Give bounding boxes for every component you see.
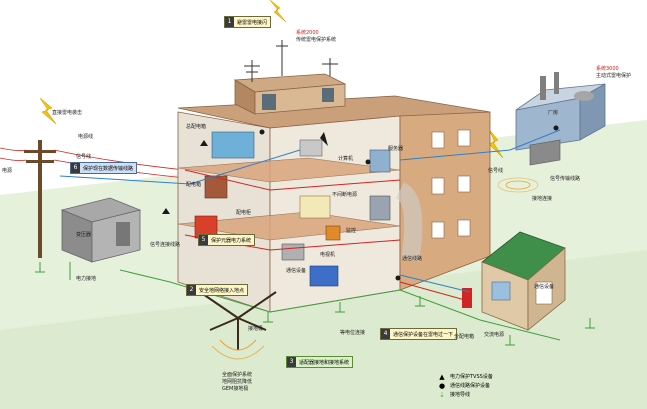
server-label: 服务器 [388,146,404,152]
workshop-label: 厂房 [548,110,559,116]
ground-connect-label: 接地连接 [532,196,553,202]
ups-label: 不间断电源 [332,192,358,198]
signal-wire-house [399,274,471,293]
tv-camera-label: 监控 [346,228,357,234]
ground-electrode [199,291,277,360]
antenna-label: 信号线 [488,168,504,174]
lightning-bolt-factory [487,127,504,159]
tag-adapter-grounding: 3 适配器接地和接地系统 [286,356,354,368]
legend-text: 通信线路保护设备 [450,383,491,389]
signal-cable-label: 信号传输线路 [550,176,581,182]
power-wire-house [399,281,466,301]
legend-dot-icon: ● [438,382,446,390]
dist-cabinet-label: 配电柜 [236,210,252,216]
signal-wire [59,149,301,185]
factory-building [515,72,606,166]
tag-number: 3 [287,357,296,367]
transformer-label: 变压器 [76,232,92,238]
house [462,231,566,331]
ground-wire [119,269,401,313]
tag-number: 2 [187,285,196,295]
legend-item: ⇣ 接地导线 [437,391,493,400]
signal-wire-2 [399,129,561,161]
left-signal-line-label: 信号连接线路 [150,242,181,248]
left-edge-label: 电源 [2,168,13,174]
telecom-line-label: 通信线路 [402,256,423,262]
dist-panel-label: 分配电箱 [454,334,475,340]
tag-text: 保护现在数据传输线路 [83,165,134,172]
house-label: 通信设备 [534,284,555,290]
lightning-strike-label: 直接雷电袭击 [52,110,83,116]
switch-panel-label: 配电箱 [186,182,202,188]
protection-devices [162,125,559,281]
system2000-title: 系统2000 [296,30,319,36]
room-equipment [194,131,391,287]
tag-number: 1 [225,17,234,27]
tv-label: 电视机 [320,252,336,258]
power-line-label: 电源线 [78,134,94,140]
power-ground-label: 电力接地 [76,276,97,282]
main-building [177,73,491,313]
legend-item: ▲ 电力保护TVSS设备 [437,373,493,382]
system3000-title: 系统3000 [596,66,619,72]
legend-item: ● 通信线路保护设备 [437,382,493,391]
system2000-subtitle: 传统雷电保护系统 [296,37,337,43]
lightning-bolt-top [269,0,287,23]
tag-data-line-protection: 6 保护现在数据传输线路 [70,162,138,174]
wave-rings [497,177,539,193]
signal-line-label: 信号线 [76,154,92,160]
tag-text: 适配器接地和接地系统 [299,359,350,366]
main-panel-label: 总配电箱 [186,124,207,130]
tag-communication-protection: 4 通信保护设备在雷电过一下 [380,328,458,340]
tag-safe-ground-network: 2 安全地网络接入地点 [186,284,249,296]
lightning-bolt-left [39,97,57,125]
ground-rod-label: 接地极 [248,326,264,332]
computer-label: 计算机 [338,156,354,162]
tag-text: 保护元器电力系统 [211,237,252,244]
legend-triangle-icon: ▲ [439,373,445,381]
legend-text: 电力保护TVSS设备 [450,374,493,380]
utility-pole [0,140,186,258]
tag-lightning-interception: 1 避雷雷电接闪 [224,16,272,28]
ground-rods [35,262,595,346]
ground-wire-2 [399,289,561,341]
legend-ground-icon: ⇣ [439,391,445,399]
roof-antennas [244,40,338,82]
tag-text: 安全地网络接入地点 [199,287,245,294]
tag-number: 5 [199,235,208,245]
tag-text: 通信保护设备在雷电过一下 [393,331,454,338]
gem-line-1: 全面保护系统 [222,372,253,378]
tag-number: 4 [381,329,390,339]
house-meter-label: 交流电源 [484,332,505,338]
tag-power-system-protection: 5 保护元器电力系统 [198,234,256,246]
bonding-label: 等电位连接 [340,330,366,336]
tag-text: 避雷雷电接闪 [237,19,268,26]
legend: ▲ 电力保护TVSS设备 ● 通信线路保护设备 ⇣ 接地导线 [437,373,493,400]
legend-text: 接地导线 [450,392,471,398]
gem-line-2: 地网阻抗降低 [222,379,253,385]
system3000-subtitle: 主动式雷电保护 [596,73,632,79]
tag-number: 6 [71,163,80,173]
box-label: 通信设备 [286,268,307,274]
transformer-shed [60,197,142,263]
gem-line-3: GEM接地极 [222,386,249,392]
